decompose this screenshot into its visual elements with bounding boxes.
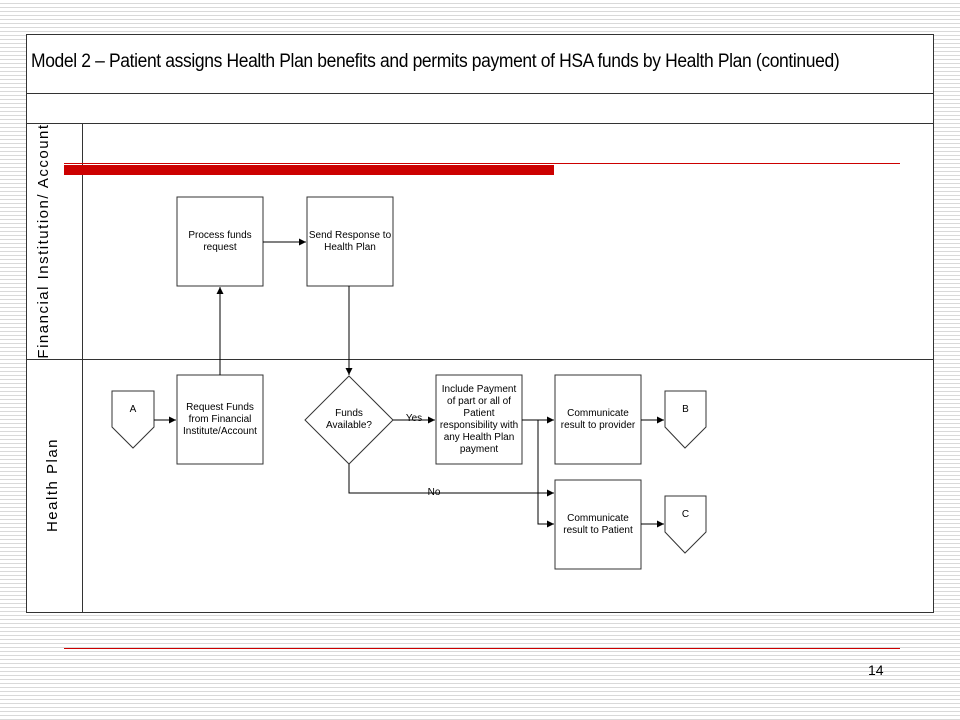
funds-available-label: Funds Available? — [326, 408, 372, 431]
red-accent-bar — [64, 165, 554, 175]
communicate-provider-label: Communicate result to provider — [560, 407, 636, 431]
connector-b-label: B — [682, 404, 689, 415]
process-funds-box — [176, 196, 264, 287]
communicate-patient-box — [554, 479, 642, 570]
edge-no — [348, 464, 554, 497]
communicate-provider-box — [554, 374, 642, 465]
header-divider — [26, 123, 933, 124]
connector-b-shape — [664, 390, 707, 449]
lane-label-divider — [82, 123, 83, 612]
lane-divider — [26, 359, 933, 360]
communicate-patient-label: Communicate result to Patient — [563, 512, 633, 536]
connector-a-label: A — [129, 404, 137, 415]
edge-label-no: No — [427, 487, 441, 498]
edge-include-to-patient — [537, 420, 554, 528]
page-title: Model 2 – Patient assigns Health Plan be… — [31, 51, 840, 72]
connector-c-label: C — [681, 509, 690, 520]
edge-label-yes: Yes — [405, 413, 423, 424]
diagram-frame: Model 2 – Patient assigns Health Plan be… — [26, 34, 934, 613]
send-response-label: Send Response to Health Plan — [308, 229, 392, 253]
send-response-box — [306, 196, 394, 287]
red-accent-line — [64, 163, 900, 164]
request-funds-box — [176, 374, 264, 465]
connector-a-shape — [111, 390, 155, 449]
request-funds-label: Request Funds from Financial Institute/A… — [183, 401, 257, 437]
page-number: 14 — [868, 662, 884, 678]
footer-red-line — [64, 648, 900, 649]
process-funds-label: Process funds request — [188, 229, 252, 253]
title-divider — [26, 93, 933, 94]
include-payment-box — [435, 374, 523, 465]
include-payment-label: Include Payment of part or all of Patien… — [439, 383, 519, 455]
connector-c-shape — [664, 495, 707, 554]
